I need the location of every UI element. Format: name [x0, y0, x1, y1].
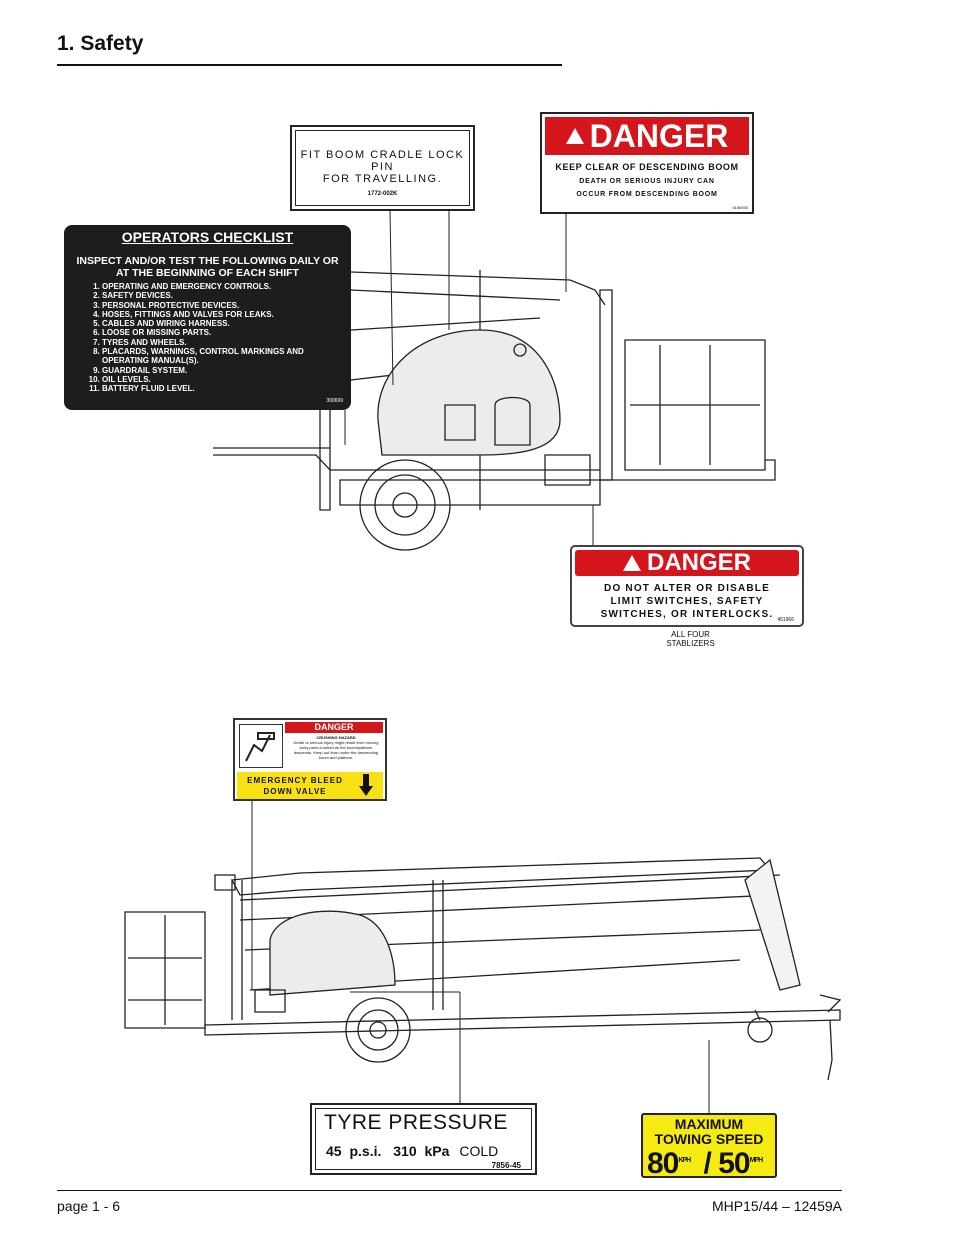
checklist-items: OPERATING AND EMERGENCY CONTROLS. SAFETY… [92, 282, 351, 394]
stabilizers-note-line2: STABLIZERS [666, 639, 715, 648]
tyre-pressure-heading: TYRE PRESSURE [324, 1111, 508, 1134]
checklist-item: BATTERY FLUID LEVEL. [102, 384, 351, 393]
fit-boom-line1: FIT BOOM CRADLE LOCK PIN [300, 149, 465, 173]
operators-checklist-decal: OPERATORS CHECKLIST INSPECT AND/OR TEST … [64, 225, 351, 410]
tyre-pressure-decal: TYRE PRESSURE 45 p.s.i. 310 kPa COLD 785… [310, 1103, 537, 1175]
checklist-subheading: INSPECT AND/OR TEST THE FOLLOWING DAILY … [76, 255, 339, 279]
top-machine-drawing [213, 269, 776, 551]
stabilizers-note: ALL FOUR STABLIZERS [648, 630, 733, 648]
tow-line2: TOWING SPEED [654, 1131, 764, 1147]
danger-boom-line2: DEATH OR SERIOUS INJURY CAN [579, 178, 715, 185]
danger-heading: DANGER [589, 117, 729, 154]
checklist-item: SAFETY DEVICES. [102, 291, 351, 300]
fit-boom-cradle-decal: FIT BOOM CRADLE LOCK PIN FOR TRAVELLING.… [290, 125, 475, 211]
danger-limit-code: 451966 [777, 617, 794, 623]
checklist-item: GUARDRAIL SYSTEM. [102, 366, 351, 375]
warning-triangle-icon [622, 555, 641, 571]
fit-boom-line2: FOR TRAVELLING. [322, 173, 443, 185]
checklist-item: LOOSE OR MISSING PARTS. [102, 328, 351, 337]
danger-limit-line3: SWITCHES, OR INTERLOCKS. [600, 609, 774, 620]
tyre-code: 7856-45 [491, 1161, 521, 1170]
bleed-hazard-title: CRUSHING HAZARD [316, 735, 356, 740]
checklist-item: PERSONAL PROTECTIVE DEVICES. [102, 301, 351, 310]
checklist-item: OIL LEVELS. [102, 375, 351, 384]
bleed-hazard-text: Death or serious injury might result fro… [293, 740, 379, 760]
checklist-code: 300699 [326, 398, 343, 404]
stabilizers-note-line1: ALL FOUR [671, 630, 710, 639]
bottom-machine-drawing [124, 857, 842, 1081]
danger-boom-line3: OCCUR FROM DESCENDING BOOM [576, 191, 718, 198]
danger-descending-boom-decal: DANGER KEEP CLEAR OF DESCENDING BOOM DEA… [540, 112, 754, 214]
tow-line1: MAXIMUM [674, 1116, 744, 1132]
tyre-psi-value: 45 [326, 1143, 342, 1159]
danger-heading: DANGER [646, 549, 751, 576]
crushing-hazard-icon [239, 724, 283, 768]
emergency-bleed-down-decal: DANGER CRUSHING HAZARD Death or serious … [233, 718, 387, 801]
checklist-item: OPERATING AND EMERGENCY CONTROLS. [102, 282, 351, 291]
document-code: MHP15/44 – 12459A [712, 1198, 842, 1214]
checklist-item: CABLES AND WIRING HARNESS. [102, 319, 351, 328]
checklist-heading: OPERATORS CHECKLIST [121, 229, 294, 245]
checklist-item: PLACARDS, WARNINGS, CONTROL MARKINGS AND… [102, 347, 351, 366]
tow-mph-unit: MPH [749, 1157, 764, 1164]
tyre-kpa-unit: kPa [424, 1143, 450, 1159]
checklist-item: TYRES AND WHEELS. [102, 338, 351, 347]
bleed-line2: DOWN VALVE [263, 787, 327, 796]
checklist-item: HOSES, FITTINGS AND VALVES FOR LEAKS. [102, 310, 351, 319]
danger-limit-line1: DO NOT ALTER OR DISABLE [604, 583, 770, 594]
tyre-kpa-value: 310 [393, 1143, 417, 1159]
warning-triangle-icon [565, 128, 584, 144]
footer-rule [57, 1190, 842, 1191]
danger-limit-switches-decal: DANGER DO NOT ALTER OR DISABLE LIMIT SWI… [570, 545, 804, 627]
leader-lines [251, 209, 710, 1113]
bleed-line1: EMERGENCY BLEED [247, 776, 343, 785]
max-towing-speed-decal: MAXIMUM TOWING SPEED 80KPH / 50MPH [641, 1113, 777, 1180]
page-number: page 1 - 6 [57, 1198, 121, 1214]
danger-boom-line1: KEEP CLEAR OF DESCENDING BOOM [555, 162, 739, 172]
fit-boom-code: 1772-002K [367, 191, 398, 197]
tow-mph-value: 50 [718, 1147, 750, 1180]
danger-limit-line2: LIMIT SWITCHES, SAFETY [610, 596, 764, 607]
arrow-down-icon [359, 774, 373, 796]
tow-kph-unit: KPH [678, 1157, 691, 1164]
bleed-danger-heading: DANGER [285, 722, 383, 733]
title-rule [57, 64, 562, 66]
tow-kph-value: 80 [647, 1147, 679, 1180]
tyre-psi-unit: p.s.i. [349, 1143, 382, 1159]
tyre-cold-label: COLD [459, 1143, 499, 1159]
page-title: 1. Safety [57, 32, 144, 55]
danger-boom-code: 5156930 [732, 205, 748, 210]
